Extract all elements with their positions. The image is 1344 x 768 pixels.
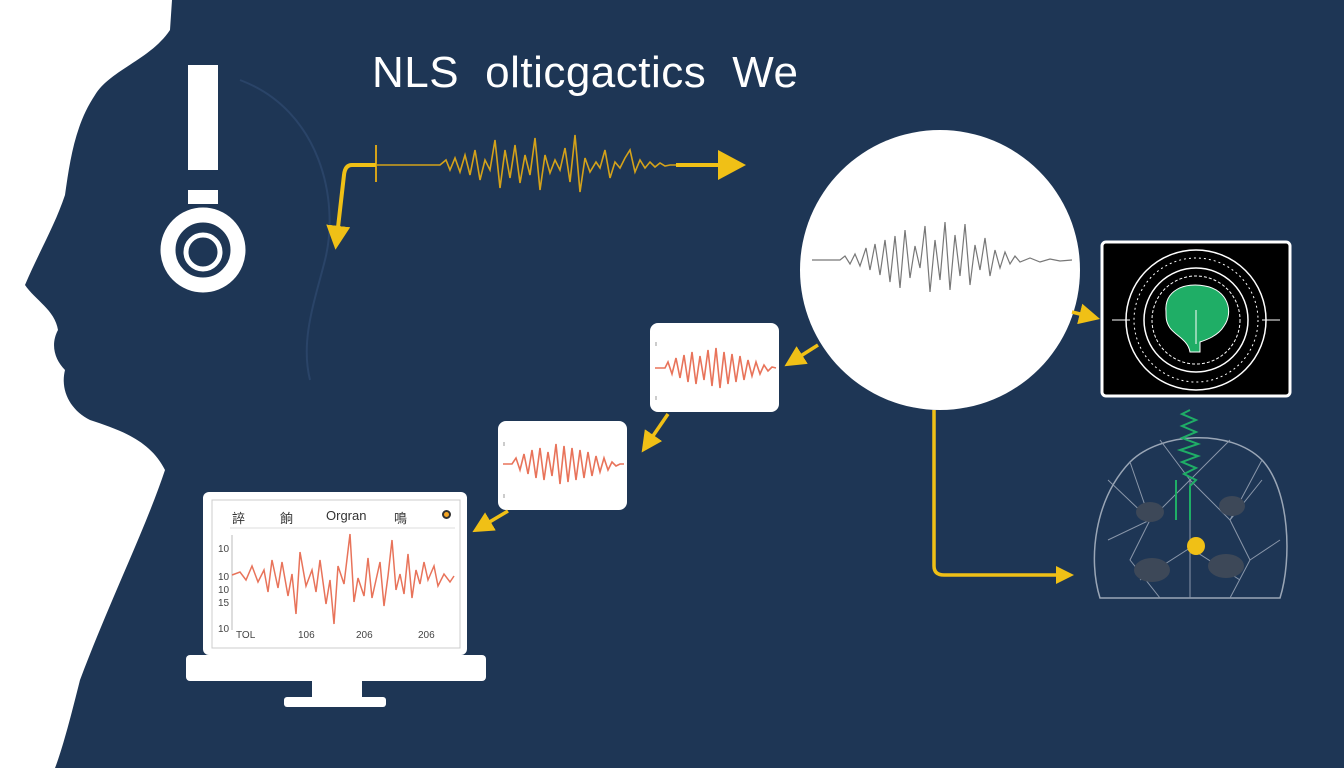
head-silhouette-backdrop: [0, 0, 172, 768]
neural-signal-line: [1176, 409, 1201, 520]
monitor-y-tick: 10: [218, 585, 230, 596]
orange-wave-card-2: [498, 421, 627, 510]
monitor-icon: [186, 492, 486, 707]
brain-network-icon: [1093, 436, 1288, 599]
orange-wave-card-1: [650, 323, 779, 412]
flow-arrow-circle-to-scan: [1071, 303, 1101, 325]
flow-arrow-wave2-to-monitor: [472, 509, 509, 533]
monitor-x-tick: TOL: [236, 630, 256, 641]
monitor-y-tick: 10: [218, 624, 230, 635]
monitor-header-glyph-3: 鳴: [394, 511, 408, 526]
monitor-x-tick: 206: [418, 630, 435, 641]
monitor-y-tick: 10: [218, 572, 230, 583]
title-word-3: We: [732, 48, 799, 97]
flow-arrow-circle-to-wave1: [784, 343, 819, 367]
signal-analysis-circle: [800, 130, 1080, 410]
monitor-y-tick: 15: [218, 598, 230, 609]
monitor-header-glyph-2: 餉: [280, 511, 294, 526]
title-word-2: olticgactics: [485, 48, 707, 97]
title-word-1: NLS: [372, 48, 460, 97]
page-title: NLS olticgactics We: [372, 48, 825, 98]
monitor-x-tick: 206: [356, 630, 373, 641]
flow-arrow-circle-to-brain: [932, 410, 1058, 577]
flow-arrow-wave1-to-wave2: [641, 413, 670, 453]
signal-node: [1187, 537, 1205, 555]
flow-arrow-to-head: [326, 163, 376, 250]
monitor-status-icon: [442, 510, 451, 519]
monitor-y-tick: 10: [218, 544, 230, 555]
monitor-chart-header: 誶 餉 Orgran 鳴: [232, 508, 458, 526]
brain-scan-icon: [1100, 240, 1292, 398]
monitor-x-tick: 106: [298, 630, 315, 641]
monitor-header-glyph-1: 誶: [232, 511, 246, 526]
monitor-header-label: Orgran: [326, 508, 367, 523]
headphone-icon: [160, 65, 246, 293]
